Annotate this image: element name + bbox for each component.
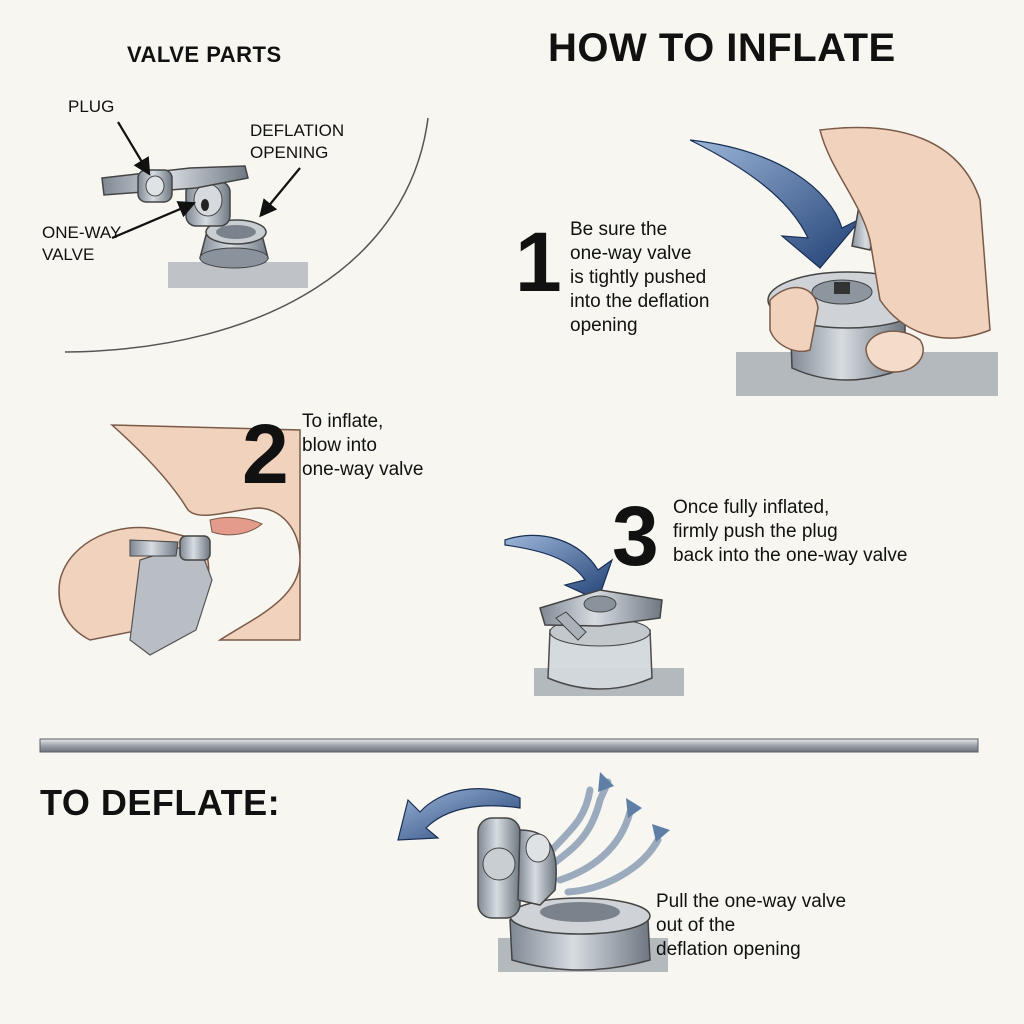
valve-parts-title: VALVE PARTS (127, 42, 282, 67)
deflate-title: TO DEFLATE: (40, 782, 281, 823)
deflation-opening-label: DEFLATION OPENING (250, 121, 345, 162)
curved-arrow-icon-1 (689, 139, 863, 269)
valve-icon-parts (101, 165, 308, 288)
face-icon-step2 (58, 424, 301, 656)
inflate-title: HOW TO INFLATE (548, 26, 896, 70)
section-divider-bar (39, 738, 979, 753)
step-2-number: 2 (242, 407, 289, 501)
hand-icon-step1 (689, 126, 998, 396)
step-1-number: 1 (515, 215, 562, 309)
deflate-text: Pull the one-way valve out of the deflat… (656, 891, 847, 960)
valve-icon-step3 (504, 534, 684, 696)
air-flow-icon (544, 778, 662, 896)
step-1-text: Be sure the one-way valve is tightly pus… (570, 219, 710, 336)
one-way-valve-label: ONE-WAY VALVE (42, 223, 122, 264)
curved-arrow-icon-deflate (397, 788, 521, 841)
valve-icon-deflate (397, 772, 670, 972)
step-2-text: To inflate, blow into one-way valve (302, 411, 424, 480)
step-3-text: Once fully inflated, firmly push the plu… (673, 497, 908, 566)
curved-arrow-icon-3 (504, 534, 614, 601)
step-3-number: 3 (612, 489, 659, 583)
plug-label: PLUG (68, 97, 115, 116)
valve-parts-divider (64, 117, 429, 353)
